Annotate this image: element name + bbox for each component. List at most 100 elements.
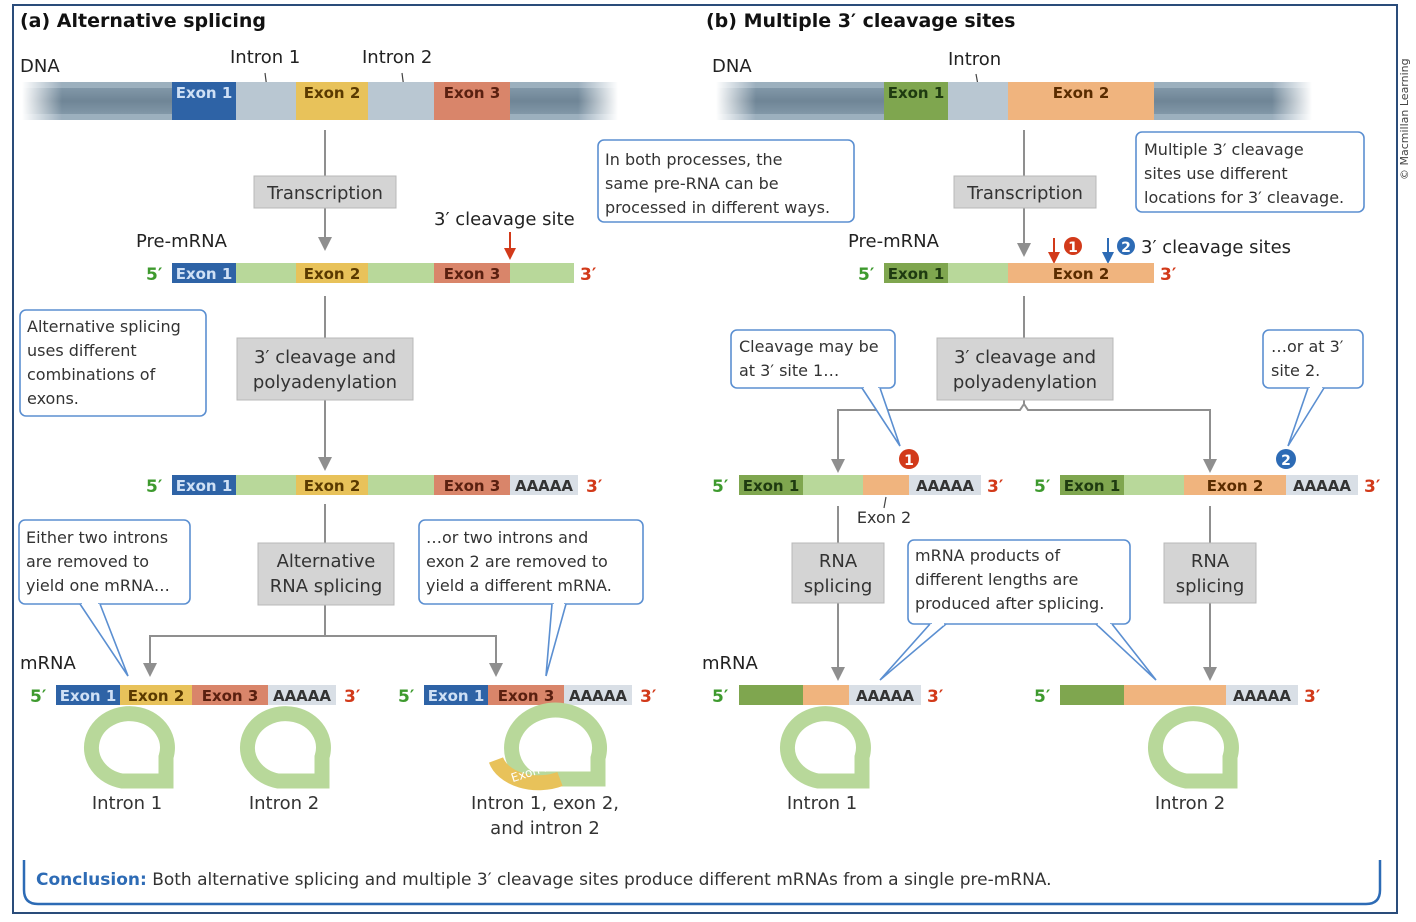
note-site2-line1: …or at 3′ <box>1271 337 1344 356</box>
mrna-b2-5prime: 5′ <box>1034 687 1051 707</box>
step-b-cleavage <box>936 337 1114 401</box>
note-or-line3: yield a different mRNA. <box>426 576 612 595</box>
cleavage-site-label: 3′ cleavage site <box>434 209 575 230</box>
polya-a-exon3: Exon 3 <box>444 477 501 495</box>
mrna-a1-exon3: Exon 3 <box>202 687 259 705</box>
note-multi-line3: locations for 3′ cleavage. <box>1144 188 1344 207</box>
product1-bar <box>739 475 981 495</box>
lariat-a-combo-line2: and intron 2 <box>490 818 600 839</box>
note-alt-line4: exons. <box>27 389 79 408</box>
step-a-transcription <box>253 175 397 209</box>
panel-a-premrna-bar <box>172 263 574 283</box>
note-either-line2: are removed to <box>26 552 149 571</box>
product2-bar <box>1060 475 1358 495</box>
step-a-splicing-line1: Alternative <box>277 551 376 572</box>
site1-marker-product <box>899 449 919 469</box>
product1-exon2-leader <box>883 496 887 509</box>
premrna-b-exon2: Exon 2 <box>1053 265 1110 283</box>
step-b-splicing-left-line2: splicing <box>804 576 873 597</box>
panel-a-dna-label: DNA <box>20 56 60 77</box>
premrna-a-exon1: Exon 1 <box>176 265 233 283</box>
panel-b-mrna-label: mRNA <box>702 653 759 674</box>
step-a-transcription-label: Transcription <box>266 183 383 204</box>
product1-exon1: Exon 1 <box>743 477 800 495</box>
panel-b-premrna-label: Pre-mRNA <box>848 231 940 252</box>
mrna-a2-tail: AAAAA <box>569 687 627 705</box>
panel-b-premrna-bar <box>884 263 1154 283</box>
site2-number: 2 <box>1121 240 1131 256</box>
step-b-transcription-label: Transcription <box>966 183 1083 204</box>
note-site1-line1: Cleavage may be <box>739 337 879 356</box>
note-both-line3: processed in different ways. <box>605 198 830 217</box>
panel-a-intron1-label: Intron 1 <box>230 47 300 68</box>
lariat-b-intron1 <box>779 706 871 789</box>
conclusion-text: Both alternative splicing and multiple 3… <box>147 870 1052 890</box>
panel-b-dna-bar <box>716 82 1312 120</box>
product1-tail: AAAAA <box>916 477 974 495</box>
note-or-line2: exon 2 are removed to <box>426 552 608 571</box>
panel-a-dna-bar <box>22 82 618 120</box>
polya-a-5prime: 5′ <box>146 477 163 497</box>
note-either <box>18 519 191 605</box>
lariat-a-intron1 <box>83 706 175 789</box>
conclusion-bracket <box>22 860 1382 906</box>
product2-exon2: Exon 2 <box>1207 477 1264 495</box>
panel-a-intron2-label: Intron 2 <box>362 47 432 68</box>
product2-3prime: 3′ <box>1364 477 1381 497</box>
dna-a-exon2: Exon 2 <box>304 84 361 102</box>
note-either-line1: Either two introns <box>26 528 168 547</box>
mrna-a1-exon1: Exon 1 <box>60 687 117 705</box>
panel-a-polya-bar <box>172 475 578 495</box>
polya-a-3prime: 3′ <box>586 477 603 497</box>
site2-marker <box>1117 237 1135 255</box>
mrna-a2-exon1: Exon 1 <box>428 687 485 705</box>
dna-b-exon1: Exon 1 <box>888 84 945 102</box>
mrna-a2-5prime: 5′ <box>398 687 415 707</box>
product2-exon1: Exon 1 <box>1064 477 1121 495</box>
step-a-splicing-line2: RNA splicing <box>270 576 383 597</box>
mrna-b2-tail: AAAAA <box>1233 687 1291 705</box>
note-or <box>418 519 644 605</box>
step-b-splicing-right-line2: splicing <box>1176 576 1245 597</box>
mrna-b1-3prime: 3′ <box>927 687 944 707</box>
product1-5prime: 5′ <box>712 477 729 497</box>
cleavage-sites-label: 3′ cleavage sites <box>1141 237 1291 258</box>
arrow-a-splice-right <box>325 635 503 677</box>
site1-number: 1 <box>1068 240 1078 256</box>
note-products-line2: different lengths are <box>915 570 1078 589</box>
note-alt-line3: combinations of <box>27 365 156 384</box>
site1-marker <box>1064 237 1082 255</box>
note-either-pointer <box>79 603 129 677</box>
lariat-b-intron2-label: Intron 2 <box>1155 793 1225 814</box>
arrow-b-cleavage-left <box>831 403 1025 473</box>
panel-a-premrna-label: Pre-mRNA <box>136 231 228 252</box>
step-b-cleavage-line1: 3′ cleavage and <box>954 347 1096 368</box>
lariat-a-intron1-label: Intron 1 <box>92 793 162 814</box>
credit-text: © Macmillan Learning <box>1398 58 1411 180</box>
note-both-line1: In both processes, the <box>605 150 782 169</box>
panel-b-dna-label: DNA <box>712 56 752 77</box>
step-b-splicing-left <box>791 542 885 604</box>
mrna-b1-bar <box>739 685 921 705</box>
dna-b-exon2: Exon 2 <box>1053 84 1110 102</box>
mrna-a1-exon2: Exon 2 <box>128 687 185 705</box>
product1-exon2-label: Exon 2 <box>857 508 911 527</box>
note-both-line2: same pre-RNA can be <box>605 174 779 193</box>
lariat-b-intron1-label: Intron 1 <box>787 793 857 814</box>
step-a-cleavage-line2: polyadenylation <box>253 372 397 393</box>
note-site1-pointer <box>861 387 901 447</box>
premrna-a-3prime: 3′ <box>580 265 597 285</box>
note-multi-line2: sites use different <box>1144 164 1288 183</box>
conclusion-label: Conclusion: <box>36 870 147 890</box>
premrna-a-exon2: Exon 2 <box>304 265 361 283</box>
panel-a-mrna-label: mRNA <box>20 653 77 674</box>
note-products-line3: produced after splicing. <box>915 594 1104 613</box>
dna-a-exon1: Exon 1 <box>176 84 233 102</box>
note-multi-line1: Multiple 3′ cleavage <box>1144 140 1304 159</box>
mrna-a2-bar <box>424 685 632 705</box>
note-either-line3: yield one mRNA… <box>26 576 170 595</box>
lariat-a-intron2 <box>239 706 331 789</box>
note-or-pointer <box>545 603 567 677</box>
note-products-pointer-right <box>1095 623 1157 681</box>
step-b-splicing-left-line1: RNA <box>819 551 858 572</box>
